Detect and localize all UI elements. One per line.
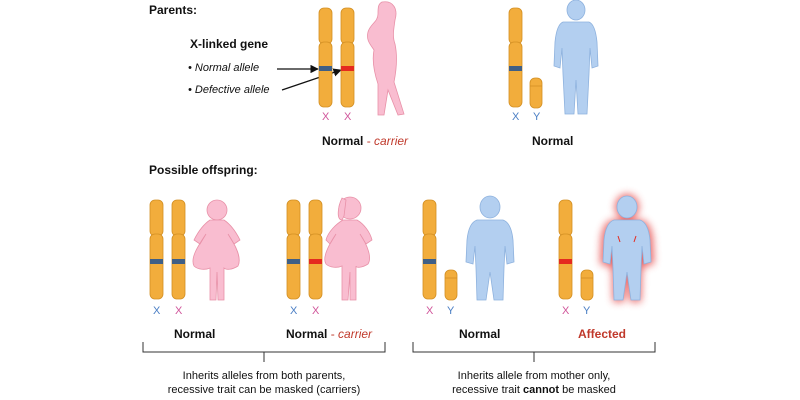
chromosome-label-x: X bbox=[322, 111, 330, 123]
offspring-2-label: Normal - carrier bbox=[286, 327, 373, 341]
chromosome-label-y: Y bbox=[583, 305, 591, 317]
parents-heading: Parents: bbox=[149, 3, 198, 17]
daughters-caption-line-2: recessive trait can be masked (carriers) bbox=[167, 384, 361, 396]
son-2-x-chromosome bbox=[558, 199, 573, 300]
daughter-2-x-chromosome-1 bbox=[286, 199, 301, 300]
female-silhouette-icon bbox=[192, 199, 241, 301]
legend-defective-allele: • Defective allele bbox=[188, 84, 270, 96]
affected-male-silhouette-icon bbox=[600, 194, 654, 302]
chromosome-label-x: X bbox=[153, 305, 161, 317]
mother-x-chromosome-2 bbox=[340, 7, 355, 108]
father-y-chromosome bbox=[529, 77, 543, 109]
chromosome-label-y: Y bbox=[447, 305, 455, 317]
son-1-x-chromosome bbox=[422, 199, 437, 300]
offspring-heading: Possible offspring: bbox=[149, 163, 258, 177]
sons-caption-line-2: recessive trait cannot be masked bbox=[452, 384, 616, 396]
offspring-1-label: Normal bbox=[174, 327, 216, 341]
female-silhouette-icon bbox=[324, 196, 373, 301]
chromosome-label-x: X bbox=[175, 305, 183, 317]
legend-title: X-linked gene bbox=[190, 37, 269, 51]
father-x-chromosome bbox=[508, 7, 523, 108]
male-silhouette-icon bbox=[553, 0, 599, 115]
legend-normal-allele: • Normal allele bbox=[188, 62, 260, 74]
female-silhouette-icon bbox=[367, 1, 405, 116]
chromosome-label-x: X bbox=[426, 305, 434, 317]
male-silhouette-icon bbox=[465, 195, 515, 301]
father-label: Normal bbox=[532, 134, 574, 148]
offspring-4-label: Affected bbox=[578, 327, 627, 341]
chromosome-label-y: Y bbox=[533, 111, 541, 123]
son-2-y-chromosome bbox=[580, 269, 594, 301]
daughters-bracket bbox=[142, 342, 386, 362]
mother-label: Normal - carrier bbox=[322, 134, 409, 148]
daughter-1-x-chromosome-2 bbox=[171, 199, 186, 300]
son-1-y-chromosome bbox=[444, 269, 458, 301]
chromosome-label-x: X bbox=[562, 305, 570, 317]
sons-caption-line-1: Inherits allele from mother only, bbox=[457, 370, 611, 382]
chromosome-label-x: X bbox=[290, 305, 298, 317]
daughter-1-x-chromosome-1 bbox=[149, 199, 164, 300]
chromosome-label-x: X bbox=[512, 111, 520, 123]
sons-bracket bbox=[412, 342, 656, 362]
chromosome-label-x: X bbox=[312, 305, 320, 317]
daughters-caption-line-1: Inherits alleles from both parents, bbox=[182, 370, 346, 382]
chromosome-label-x: X bbox=[344, 111, 352, 123]
offspring-3-label: Normal bbox=[459, 327, 501, 341]
mother-x-chromosome-1 bbox=[318, 7, 333, 108]
daughter-2-x-chromosome-2 bbox=[308, 199, 323, 300]
